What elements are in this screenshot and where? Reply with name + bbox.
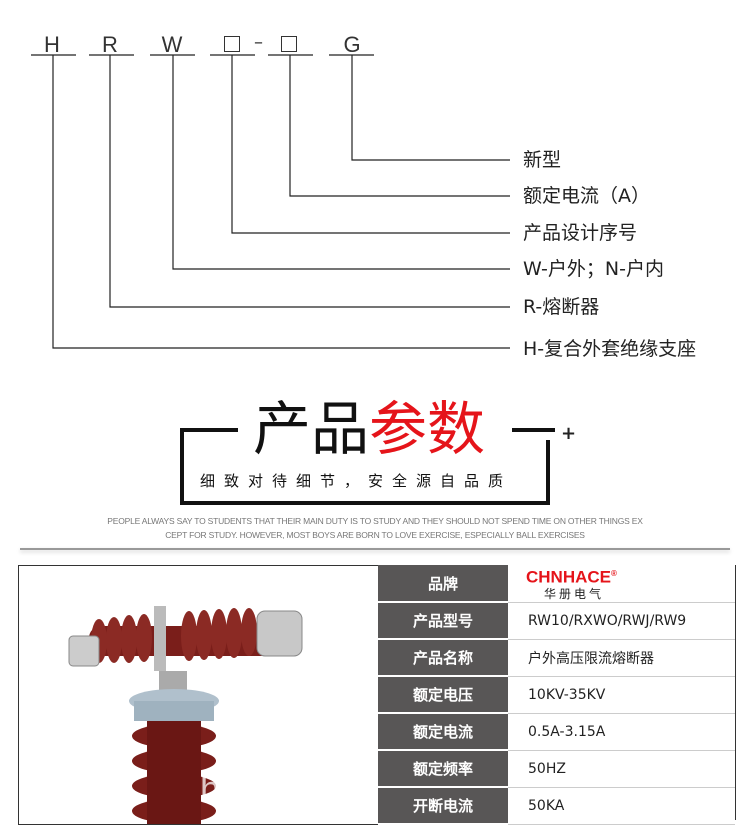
section-title-red: 参数 (369, 395, 486, 463)
spec-value: 0.5A-3.15A (508, 713, 735, 751)
code-dash: – (254, 32, 263, 53)
watermark: huacedia (200, 768, 347, 809)
section-title-black: 产品 (253, 395, 370, 463)
spec-key: 额定频率 (378, 750, 508, 788)
english-line-2: CEPT FOR STUDY. HOWEVER, MOST BOYS ARE B… (165, 530, 585, 540)
brand-cn: 华册电气 (544, 587, 605, 602)
legend-fuse: R-熔断器 (523, 296, 600, 318)
brand-name: CHNHACE (526, 568, 611, 588)
code-letter-r: R (102, 32, 118, 57)
fuse-illustration (68, 606, 303, 824)
spec-key: 额定电流 (378, 713, 508, 751)
spec-value: RW10/RXWO/RWJ/RW9 (508, 602, 735, 640)
code-diagram-lines (31, 54, 510, 349)
spec-key: 品牌 (378, 565, 508, 603)
spec-value: 50HZ (508, 750, 735, 788)
brand-logo: CHNHACE® 华册电气 (508, 565, 735, 603)
brand-reg: ® (611, 569, 617, 579)
product-image (18, 565, 379, 825)
legend-new-type: 新型 (523, 149, 562, 171)
legend-design-serial: 产品设计序号 (523, 222, 638, 244)
code-letter-w: W (161, 32, 183, 57)
table-row: 品牌 CHNHACE® 华册电气 (378, 565, 735, 603)
legend-composite-support: H-复合外套绝缘支座 (523, 338, 697, 360)
table-row: 产品名称户外高压限流熔断器 (378, 639, 735, 677)
legend-outdoor-indoor: W-户外；N-户内 (523, 258, 664, 280)
spec-key: 产品型号 (378, 602, 508, 640)
code-letter-h: H (44, 32, 60, 57)
code-box-serial (224, 36, 240, 52)
legend-rated-current: 额定电流（A） (523, 185, 650, 207)
spec-key: 额定电压 (378, 676, 508, 714)
spec-value: 50KA (508, 787, 735, 825)
spec-value: 10KV-35KV (508, 676, 735, 714)
divider (20, 548, 730, 550)
table-right-border (735, 565, 736, 820)
english-line-1: PEOPLE ALWAYS SAY TO STUDENTS THAT THEIR… (107, 516, 643, 526)
spec-value: 户外高压限流熔断器 (508, 639, 735, 677)
section-subtitle: 细致对待细节，安全源自品质 (200, 472, 513, 490)
plus-mark: + (561, 423, 577, 444)
spec-key: 开断电流 (378, 787, 508, 825)
spec-key: 产品名称 (378, 639, 508, 677)
code-letter-g: G (343, 32, 361, 57)
code-box-current (281, 36, 297, 52)
section-title: 产品参数 (253, 396, 485, 462)
section-frame (180, 428, 555, 505)
